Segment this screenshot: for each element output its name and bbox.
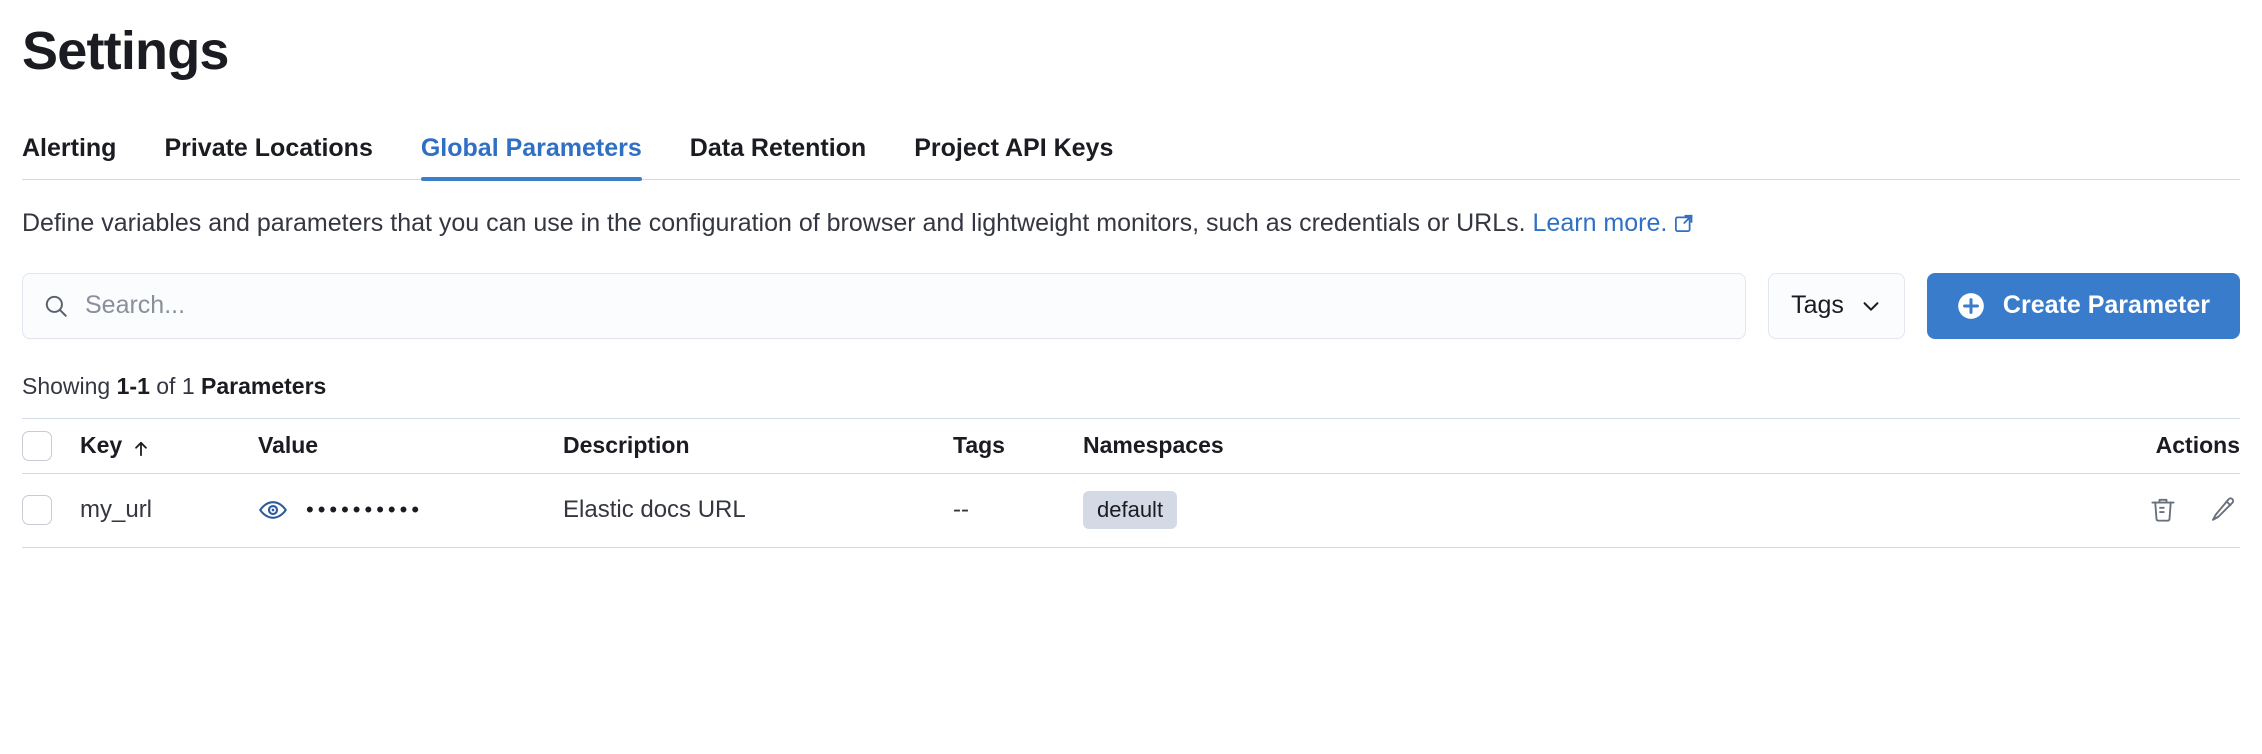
cell-actions bbox=[2070, 493, 2240, 527]
column-header-key-label: Key bbox=[80, 432, 123, 459]
row-select-cell bbox=[22, 495, 80, 526]
tab-global-parameters[interactable]: Global Parameters bbox=[397, 136, 666, 181]
tab-data-retention[interactable]: Data Retention bbox=[689, 134, 867, 163]
create-parameter-button[interactable]: Create Parameter bbox=[1926, 272, 2240, 339]
tabs-container: Alerting Private Locations Global Parame… bbox=[22, 118, 2240, 181]
arrow-up-icon bbox=[132, 437, 150, 456]
masked-value: •••••••••• bbox=[306, 497, 424, 523]
cell-namespaces: default bbox=[1083, 491, 2070, 530]
tab-list: Alerting Private Locations Global Parame… bbox=[22, 118, 2240, 181]
controls-row: Tags Create Parameter bbox=[22, 272, 2240, 339]
search-input[interactable] bbox=[85, 291, 1726, 321]
tags-filter-label: Tags bbox=[1791, 291, 1844, 320]
page-title: Settings bbox=[22, 21, 229, 81]
cell-description: Elastic docs URL bbox=[563, 496, 746, 524]
column-header-tags[interactable]: Tags bbox=[953, 432, 1005, 459]
results-prefix: Showing bbox=[22, 372, 117, 399]
chevron-down-icon bbox=[1860, 295, 1882, 317]
column-header-namespaces[interactable]: Namespaces bbox=[1083, 432, 1224, 459]
column-header-value[interactable]: Value bbox=[258, 432, 319, 459]
select-all-checkbox[interactable] bbox=[22, 430, 52, 461]
column-header-actions: Actions bbox=[2155, 432, 2240, 459]
search-icon bbox=[43, 293, 69, 319]
trash-icon[interactable] bbox=[2146, 493, 2180, 527]
pencil-icon[interactable] bbox=[2206, 493, 2240, 527]
plus-circle-icon bbox=[1957, 292, 1985, 320]
select-all-cell bbox=[22, 430, 80, 461]
cell-tags: -- bbox=[953, 496, 969, 524]
namespace-badge: default bbox=[1083, 491, 1178, 530]
column-header-description[interactable]: Description bbox=[563, 432, 690, 459]
tags-filter-button[interactable]: Tags bbox=[1768, 272, 1905, 339]
column-header-key[interactable]: Key bbox=[80, 432, 258, 459]
cell-value: •••••••••• bbox=[258, 495, 563, 525]
learn-more-link[interactable]: Learn more. bbox=[1532, 209, 1668, 238]
tab-project-api-keys[interactable]: Project API Keys bbox=[914, 134, 1114, 163]
description-text: Define variables and parameters that you… bbox=[22, 209, 1533, 238]
row-select-checkbox[interactable] bbox=[22, 495, 52, 526]
external-link-icon bbox=[1674, 208, 1694, 233]
results-noun: Parameters bbox=[201, 372, 327, 399]
eye-icon[interactable] bbox=[258, 495, 288, 525]
tab-alerting[interactable]: Alerting bbox=[22, 134, 117, 163]
results-middle: of 1 bbox=[149, 372, 202, 399]
create-parameter-label: Create Parameter bbox=[2002, 291, 2210, 320]
results-range: 1-1 bbox=[116, 372, 150, 399]
results-count: Showing 1-1 of 1 Parameters bbox=[22, 373, 2240, 400]
tab-private-locations[interactable]: Private Locations bbox=[164, 134, 373, 163]
cell-key: my_url bbox=[80, 496, 153, 524]
search-box[interactable] bbox=[22, 272, 1747, 339]
page-description: Define variables and parameters that you… bbox=[22, 206, 2238, 241]
table-header-row: Key Value Description Tags Namespaces Ac… bbox=[22, 417, 2240, 474]
parameters-table: Key Value Description Tags Namespaces Ac… bbox=[22, 417, 2240, 548]
table-row: my_url •••••••••• Elastic docs URL -- de… bbox=[22, 474, 2240, 548]
